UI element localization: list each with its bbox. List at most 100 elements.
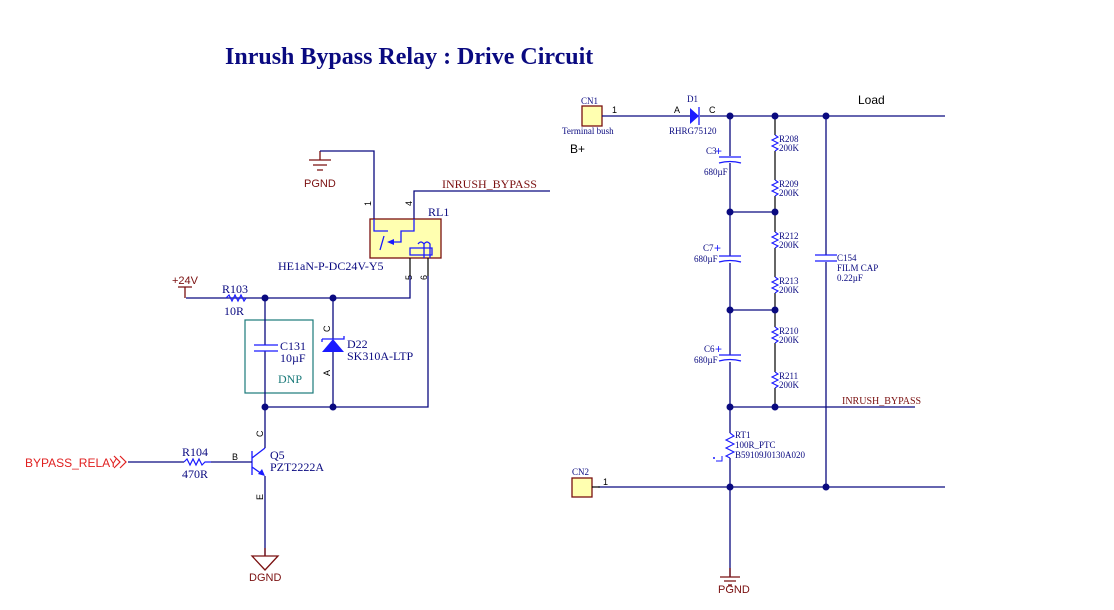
rt1-part: B59109J0130A020 [735,450,806,460]
port-bypass-relay[interactable]: BYPASS_RELAY [25,455,127,470]
d1-ref: D1 [687,94,698,104]
d22-pin-a: A [322,370,332,376]
junction [329,403,337,411]
junction [261,403,269,411]
rt1-value: 100R_PTC [735,440,776,450]
resistor-value: 200K [779,380,800,390]
capacitor-c7[interactable]: C7 + 680µF [694,241,742,264]
pgnd-label-bottom: PGND [718,584,750,596]
transistor-q5[interactable]: C E B Q5 PZT2222A [232,430,324,500]
cn2-body [571,477,593,498]
q5-pin-b: B [232,452,238,462]
resistor-value: 200K [779,240,800,250]
q5-pin-e: E [255,494,265,500]
rt1-ref: RT1 [735,430,750,440]
dnp-box [244,319,314,394]
resistor-value: 200K [779,143,800,153]
resistor-ref: R210 [779,326,799,336]
resistor-value: 200K [779,285,800,295]
load-label: Load [858,93,885,107]
d1-pin-c: C [709,105,716,115]
resistor-r103[interactable]: R103 10R [222,282,248,318]
dgnd-label: DGND [249,572,281,584]
capacitor-c154[interactable]: C154 FILM CAP 0.22µF [815,253,878,283]
c6-ref: C6 [704,344,715,354]
capacitor-c6[interactable]: C6 + 680µF [694,342,742,365]
resistor-value: 200K [779,335,800,345]
q5-pin-c: C [255,430,265,437]
c3-polarity: + [715,144,722,158]
junction [329,294,337,302]
relay-coil-pins [409,258,429,276]
junctions-right [726,112,830,491]
pgnd-symbol-bottom: PGND [718,568,750,596]
dgnd-symbol: DGND [249,548,281,584]
c3-ref: C3 [706,146,717,156]
c154-type: FILM CAP [837,263,878,273]
cn1-desc: Terminal bush [562,126,614,136]
resistor-value: 200K [779,188,800,198]
wire-relay-pin1 [320,150,375,232]
r104-value: 470R [182,467,208,481]
connector-cn2[interactable]: CN2 1 [571,467,608,498]
resistor-ref: R213 [779,276,799,286]
relay-pin4-label: 4 [404,201,414,206]
relay-pin5-label: 5 [404,275,414,280]
thermistor-rt1[interactable]: RT1 100R_PTC B59109J0130A020 [713,430,806,462]
c7-polarity: + [714,241,721,255]
net-label-inrush-bypass-right: INRUSH_BYPASS [842,396,921,407]
schematic-title: Inrush Bypass Relay : Drive Circuit [225,44,593,70]
r104-ref: R104 [182,445,208,459]
net-label-inrush-bypass-left: INRUSH_BYPASS [442,177,537,191]
c131-dnp: DNP [278,372,302,386]
resistor-stack: R208200KR209200KR212200KR213200KR210200K… [770,134,800,390]
cn2-ref: CN2 [572,467,589,477]
relay-pin6-label: 6 [419,275,429,280]
resistor-ref: R211 [779,371,798,381]
r103-value: 10R [224,304,244,318]
relay-rl1[interactable]: RL1 HE1aN-P-DC24V-Y5 [278,205,449,273]
capacitor-c3[interactable]: C3 + 680µF [704,144,742,177]
c6-polarity: + [715,342,722,356]
relay-ref: RL1 [428,205,449,219]
d1-pin-a: A [674,105,680,115]
resistor-ref: R209 [779,179,799,189]
connector-cn1[interactable]: CN1 Terminal bush 1 B+ [562,96,617,156]
d1-part: RHRG75120 [669,126,717,136]
wire-cross-ties [730,211,915,408]
c7-value: 680µF [694,254,718,264]
pgnd-symbol-relay: PGND [304,151,336,190]
c6-value: 680µF [694,355,718,365]
resistor-r104[interactable]: R104 470R [182,445,211,481]
c3-value: 680µF [704,167,728,177]
cn1-net-label: B+ [570,142,585,156]
cn1-ref: CN1 [581,96,598,106]
wire-relay-pin5 [186,276,411,299]
d22-pin-c: C [322,325,332,332]
junction [261,294,269,302]
relay-pin1-label: 1 [363,201,373,206]
cn2-pin: 1 [603,477,608,487]
diode-d1[interactable]: D1 A C RHRG75120 [669,94,717,136]
supply-24v-label: +24V [172,275,199,287]
r103-ref: R103 [222,282,248,296]
port-bypass-relay-label: BYPASS_RELAY [25,456,117,470]
c131-ref: C131 [280,339,306,353]
c131-value: 10µF [280,351,306,365]
q5-ref: Q5 [270,448,285,462]
cn1-body [581,105,603,127]
capacitor-c131[interactable]: C131 10µF DNP [254,339,306,386]
q5-part: PZT2222A [270,460,324,474]
diode-d22[interactable]: C A D22 SK310A-LTP [321,325,414,376]
cn1-pin: 1 [612,105,617,115]
resistor-ref: R208 [779,134,799,144]
relay-body [369,218,442,259]
d22-part: SK310A-LTP [347,349,414,363]
